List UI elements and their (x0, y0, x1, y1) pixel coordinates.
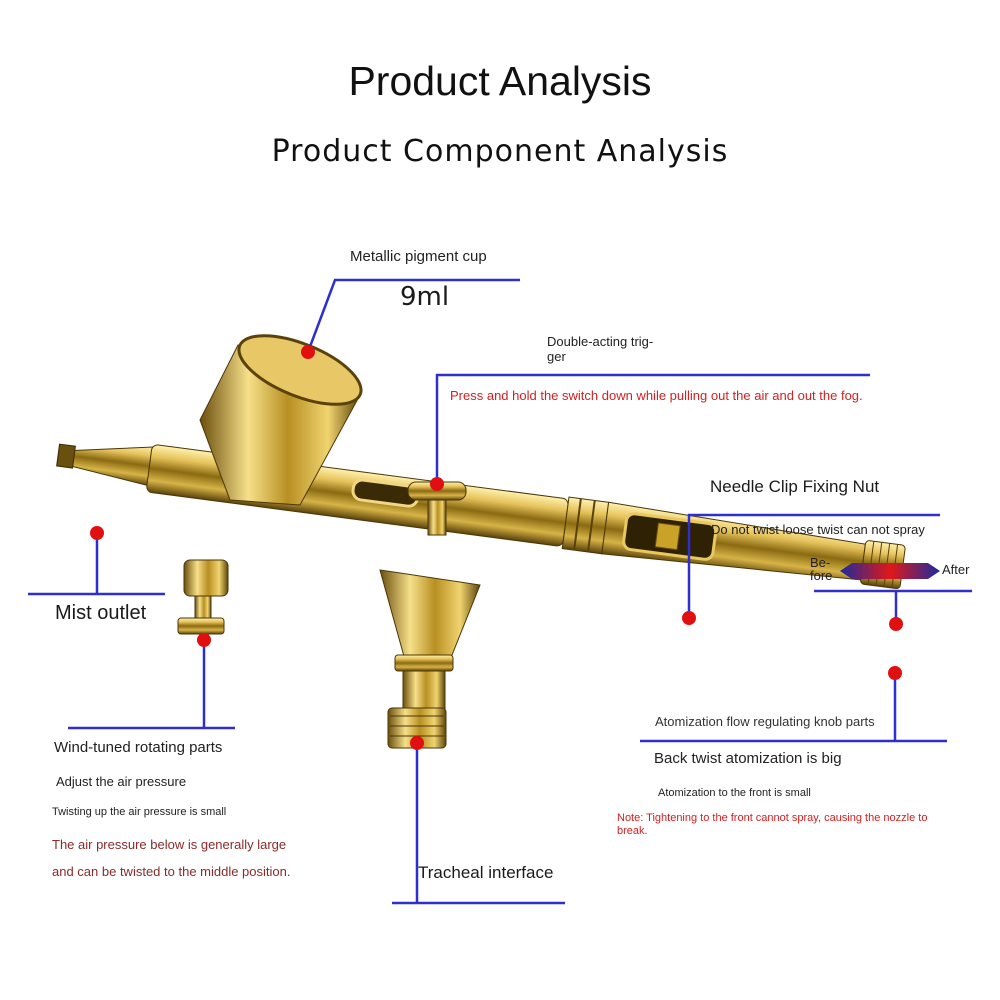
leader-needle-nut (687, 513, 940, 618)
wind-parts-line2: Twisting up the air pressure is small (52, 806, 227, 818)
needle-nut-note: Do not twist loose twist can not spray (711, 522, 925, 537)
air-connector (379, 569, 481, 749)
marker-pigment-cup (301, 345, 315, 359)
trigger-label: Double-acting trig- ger (547, 334, 654, 364)
wind-parts-line1: Adjust the air pressure (56, 774, 187, 789)
wind-parts-label: Wind-tuned rotating parts (54, 739, 223, 756)
leader-trigger (435, 373, 870, 484)
marker-mist-outlet (90, 526, 104, 540)
leader-wind-parts (68, 640, 235, 730)
tracheal-label: Tracheal interface (418, 863, 554, 882)
leader-knob-bottom (640, 673, 947, 743)
mist-outlet-label: Mist outlet (55, 602, 147, 624)
leader-knob-top (814, 589, 972, 624)
marker-wind-parts (197, 633, 211, 647)
trigger-note: Press and hold the switch down while pul… (450, 388, 863, 403)
marker-tracheal (410, 736, 424, 750)
marker-knob-bottom (888, 666, 902, 680)
leader-lines (28, 278, 972, 905)
pigment-cup-capacity: 9ml (400, 282, 450, 312)
needle-nut-label: Needle Clip Fixing Nut (710, 477, 880, 496)
marker-trigger (430, 477, 444, 491)
marker-needle-nut (682, 611, 696, 625)
leader-tracheal (392, 743, 565, 905)
wind-parts-line4: and can be twisted to the middle positio… (52, 864, 291, 879)
leader-mist-outlet (28, 533, 165, 596)
knob-note: Note: Tightening to the front cannot spr… (617, 812, 928, 837)
knob-line2: Atomization to the front is small (658, 787, 811, 799)
after-label: After (942, 562, 970, 577)
pigment-cup (199, 334, 363, 506)
airbrush-body (56, 443, 906, 590)
wind-valve (177, 559, 229, 635)
knob-line1: Back twist atomization is big (654, 750, 842, 767)
pigment-cup-label: Metallic pigment cup (350, 248, 487, 265)
leader-pigment-cup (306, 278, 520, 353)
knob-label: Atomization flow regulating knob parts (655, 714, 875, 729)
page-title: Product Analysis (348, 58, 652, 104)
wind-parts-line3: The air pressure below is generally larg… (52, 837, 287, 852)
before-label: Be- fore (810, 555, 833, 583)
marker-knob-top (889, 617, 903, 631)
before-after-indicator (840, 563, 940, 579)
page-subtitle: Product Component Analysis (271, 134, 729, 169)
markers (90, 345, 903, 750)
